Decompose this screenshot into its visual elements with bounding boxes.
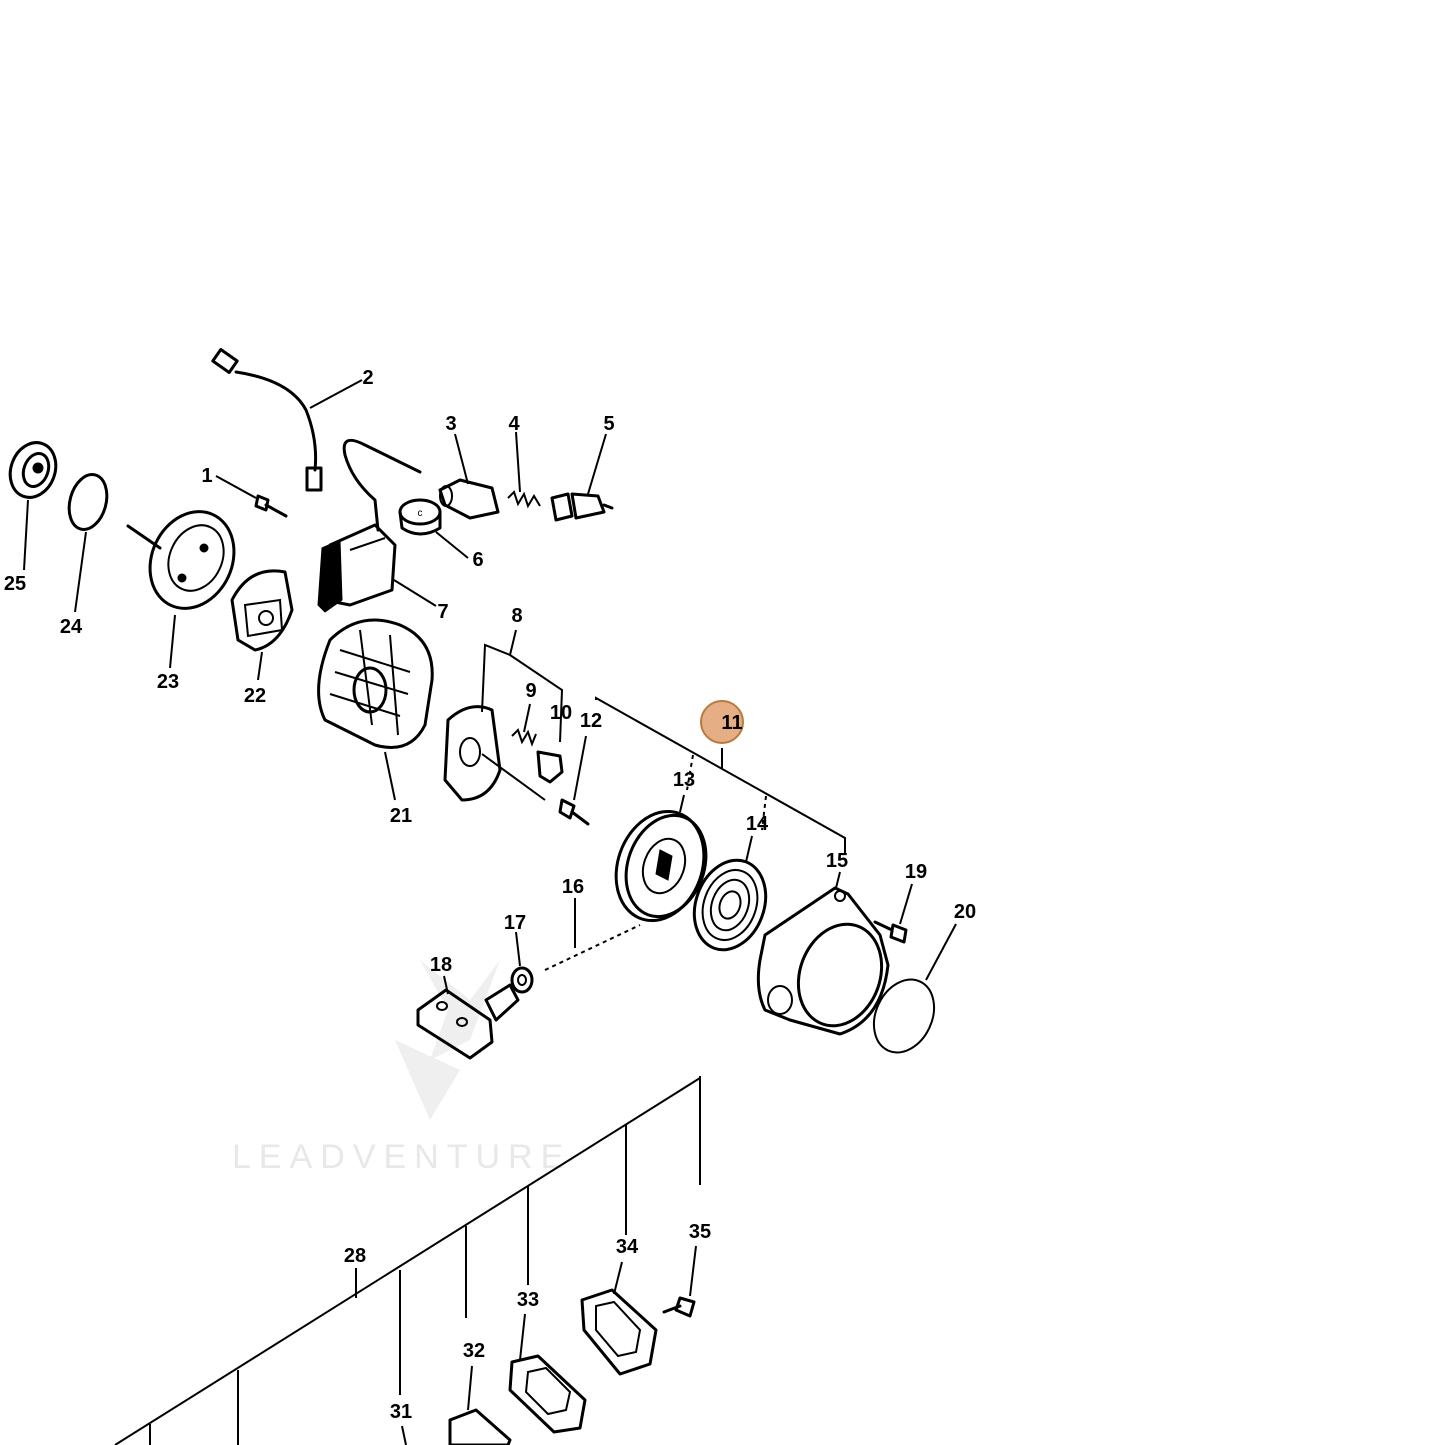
part-4-spring[interactable] xyxy=(507,490,541,509)
callout-18[interactable]: 18 xyxy=(430,954,452,976)
callout-16[interactable]: 16 xyxy=(562,876,584,898)
part-1-screw[interactable] xyxy=(254,494,288,518)
callout-25[interactable]: 25 xyxy=(4,573,26,595)
callout-33[interactable]: 33 xyxy=(517,1289,539,1311)
callout-20[interactable]: 20 xyxy=(954,901,976,923)
part-13-pulley[interactable] xyxy=(601,799,719,933)
callout-2[interactable]: 2 xyxy=(362,367,373,389)
part-9-spring[interactable] xyxy=(511,728,537,747)
watermark-text: LEADVENTURE xyxy=(232,1138,571,1176)
callout-21[interactable]: 21 xyxy=(390,805,412,827)
part-21-flywheel[interactable] xyxy=(317,618,434,749)
callout-14[interactable]: 14 xyxy=(746,813,769,835)
part-20-o-ring[interactable] xyxy=(863,970,946,1063)
part-19-bolt[interactable] xyxy=(873,920,908,944)
callout-31[interactable]: 31 xyxy=(390,1401,412,1423)
svg-text:c: c xyxy=(418,508,423,519)
part-17-bushing[interactable] xyxy=(510,966,534,994)
callout-8[interactable]: 8 xyxy=(511,605,522,627)
part-6-cap[interactable]: c xyxy=(398,498,442,536)
part-24-snap-ring[interactable] xyxy=(63,470,112,533)
part-15-starter-housing[interactable] xyxy=(756,886,895,1038)
callout-4[interactable]: 4 xyxy=(508,413,520,435)
callout-22[interactable]: 22 xyxy=(244,685,266,707)
callout-10[interactable]: 10 xyxy=(550,702,572,724)
part-35-bolt[interactable] xyxy=(662,1296,696,1318)
part-3-boot[interactable] xyxy=(438,478,500,520)
callout-6[interactable]: 6 xyxy=(472,549,483,571)
part-25-bearing[interactable] xyxy=(3,436,63,504)
part-33-plate[interactable] xyxy=(508,1354,587,1434)
part-16-rope[interactable] xyxy=(544,924,641,971)
callout-34[interactable]: 34 xyxy=(616,1236,639,1258)
callout-12[interactable]: 12 xyxy=(580,710,602,732)
watermark: LEADVENTURE xyxy=(232,960,571,1176)
callout-32[interactable]: 32 xyxy=(463,1340,485,1362)
callout-24[interactable]: 24 xyxy=(60,616,83,638)
part-18-handle[interactable] xyxy=(416,983,520,1060)
part-23-clutch-drum[interactable] xyxy=(126,498,249,622)
callout-23[interactable]: 23 xyxy=(157,671,179,693)
callout-19[interactable]: 19 xyxy=(905,861,927,883)
part-8-pawl-carrier[interactable] xyxy=(443,705,546,802)
callout-35[interactable]: 35 xyxy=(689,1221,711,1243)
part-2-wire[interactable] xyxy=(211,348,323,492)
callout-5[interactable]: 5 xyxy=(603,413,614,435)
callout-9[interactable]: 9 xyxy=(525,680,536,702)
part-5-spark-plug[interactable] xyxy=(550,492,614,522)
highlight-marker-11 xyxy=(700,700,744,744)
leader-lines xyxy=(23,379,957,1445)
callout-labels: 1 2 3 4 5 6 7 8 9 10 11 12 13 14 15 16 1… xyxy=(4,367,976,1423)
callout-13[interactable]: 13 xyxy=(673,769,695,791)
part-22-clutch[interactable] xyxy=(230,569,294,652)
part-7-ignition-coil[interactable] xyxy=(317,438,422,613)
callout-15[interactable]: 15 xyxy=(826,850,848,872)
callout-7[interactable]: 7 xyxy=(437,601,448,623)
callout-3[interactable]: 3 xyxy=(445,413,456,435)
part-34-gasket[interactable] xyxy=(580,1288,658,1376)
watermark-logo xyxy=(395,960,500,1120)
callout-17[interactable]: 17 xyxy=(504,912,526,934)
part-10-pawl[interactable] xyxy=(536,750,564,784)
part-12-screw[interactable] xyxy=(558,798,590,826)
callout-1[interactable]: 1 xyxy=(201,465,212,487)
callout-11[interactable]: 11 xyxy=(721,712,742,734)
part-32-gasket[interactable] xyxy=(448,1408,512,1445)
callout-28[interactable]: 28 xyxy=(344,1245,366,1267)
